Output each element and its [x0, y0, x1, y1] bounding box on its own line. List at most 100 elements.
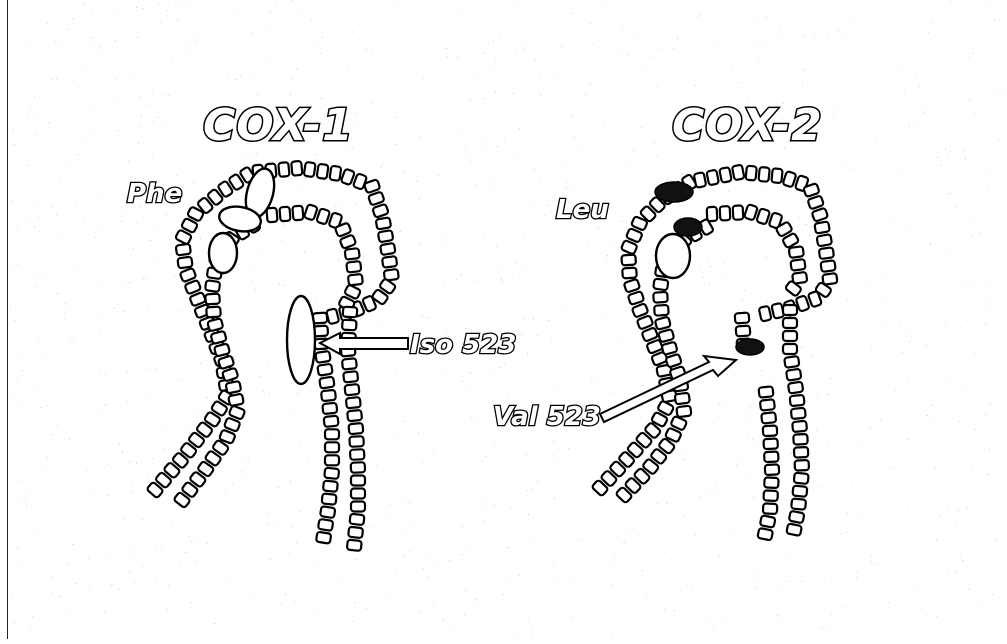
speckle-dot	[296, 11, 297, 12]
speckle-dot	[462, 381, 463, 382]
speckle-dot	[540, 79, 541, 80]
speckle-dot	[382, 163, 383, 164]
speckle-dot	[989, 449, 990, 450]
speckle-dot	[17, 402, 18, 403]
speckle-dot	[692, 590, 693, 591]
cox1-helix-bead	[349, 436, 363, 447]
speckle-dot	[728, 191, 729, 192]
cox2-helix-bead	[783, 331, 797, 341]
speckle-dot	[657, 156, 658, 157]
cox2-helix-bead	[694, 172, 707, 188]
speckle-dot	[236, 79, 237, 80]
speckle-dot	[485, 505, 486, 506]
speckle-dot	[495, 92, 496, 93]
speckle-dot	[483, 521, 484, 522]
speckle-dot	[907, 509, 908, 510]
speckle-dot	[200, 238, 201, 239]
speckle-dot	[510, 507, 511, 508]
cox2-helix-bead	[675, 393, 690, 405]
cox2-helix-bead	[759, 306, 772, 322]
speckle-dot	[523, 48, 524, 49]
speckle-dot	[385, 515, 386, 516]
speckle-dot	[807, 84, 808, 85]
cox1-helix-bead	[345, 384, 360, 395]
speckle-dot	[962, 387, 963, 388]
speckle-dot	[933, 422, 934, 423]
speckle-dot	[523, 233, 524, 234]
speckle-dot	[733, 347, 734, 348]
speckle-dot	[699, 497, 700, 498]
cox2-helix-bead	[661, 342, 677, 355]
speckle-dot	[394, 5, 395, 6]
speckle-dot	[902, 352, 903, 353]
speckle-dot	[604, 1, 605, 2]
speckle-dot	[532, 635, 533, 636]
speckle-dot	[13, 144, 14, 145]
speckle-dot	[712, 423, 713, 424]
speckle-dot	[118, 304, 119, 305]
speckle-dot	[936, 616, 937, 617]
speckle-dot	[857, 571, 858, 572]
speckle-dot	[395, 372, 396, 373]
cox1-helix-bead	[322, 493, 337, 504]
speckle-dot	[995, 539, 996, 540]
speckle-dot	[162, 550, 163, 551]
speckle-dot	[18, 480, 19, 481]
speckle-dot	[576, 148, 577, 149]
cox1-title: COX-1	[203, 100, 354, 151]
speckle-dot	[840, 160, 841, 161]
speckle-dot	[283, 224, 284, 225]
speckle-dot	[926, 345, 927, 346]
speckle-dot	[466, 550, 467, 551]
speckle-dot	[443, 620, 444, 621]
cox1-helix-bead	[211, 331, 227, 344]
speckle-dot	[709, 622, 710, 623]
cox1-helix-bead	[226, 381, 242, 394]
speckle-dot	[117, 100, 118, 101]
speckle-dot	[515, 7, 516, 8]
speckle-dot	[850, 169, 851, 170]
speckle-dot	[976, 605, 977, 606]
speckle-dot	[921, 608, 922, 609]
cox1-helix-bead	[326, 308, 339, 324]
speckle-dot	[934, 468, 935, 469]
speckle-dot	[528, 514, 529, 515]
speckle-dot	[645, 68, 646, 69]
speckle-dot	[152, 121, 153, 122]
speckle-dot	[76, 200, 77, 201]
speckle-dot	[747, 435, 748, 436]
speckle-dot	[633, 151, 634, 152]
speckle-dot	[456, 57, 457, 58]
speckle-dot	[847, 513, 848, 514]
speckle-dot	[88, 558, 89, 559]
speckle-dot	[354, 602, 355, 603]
speckle-dot	[281, 605, 282, 606]
speckle-dot	[136, 7, 137, 8]
speckle-dot	[471, 418, 472, 419]
speckle-dot	[43, 467, 44, 468]
cox2-helix-bead	[783, 171, 797, 187]
speckle-dot	[698, 17, 699, 18]
cox2-helix-bead	[732, 165, 745, 181]
speckle-dot	[46, 406, 47, 407]
speckle-dot	[145, 105, 146, 106]
cox2-helix-bead	[771, 168, 782, 183]
speckle-dot	[766, 256, 767, 257]
speckle-dot	[704, 486, 705, 487]
speckle-dot	[390, 595, 391, 596]
speckle-dot	[553, 565, 554, 566]
speckle-dot	[695, 534, 696, 535]
speckle-dot	[371, 102, 372, 103]
cox1-helix-bead	[278, 162, 289, 177]
cox2-helix-bead	[807, 195, 823, 209]
speckle-dot	[40, 274, 41, 275]
speckle-dot	[237, 191, 238, 192]
speckle-dot	[275, 5, 276, 6]
speckle-dot	[494, 186, 495, 187]
speckle-dot	[86, 70, 87, 71]
speckle-dot	[573, 617, 574, 618]
speckle-dot	[150, 398, 151, 399]
speckle-dot	[652, 367, 653, 368]
speckle-dot	[549, 320, 550, 321]
